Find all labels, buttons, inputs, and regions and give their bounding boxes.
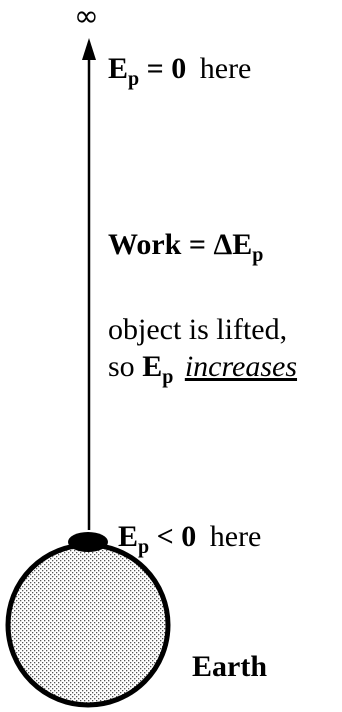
infinity-symbol: ∞ [74,0,99,34]
earth-circle [5,542,171,708]
arrow-head [82,38,96,60]
bottom-ep-symbol: E [118,520,139,553]
work-equation: Work = ΔEp [108,228,263,266]
note-so: so [108,350,143,383]
bottom-here-text: here [209,520,262,553]
note-ep-subscript: p [162,366,174,388]
note-line-1: object is lifted, [108,315,287,345]
note-line-1-text: object is lifted, [108,313,288,346]
infinity-label: ∞ [74,2,99,32]
note-ep-symbol: E [142,350,163,383]
bottom-ep-subscript: p [138,536,150,558]
note-line-2: so Ep increases [108,350,298,388]
lifted-object [68,532,108,552]
ep-relation: = 0 [139,52,187,85]
ep-symbol: E [108,52,129,85]
work-prefix: Work = [108,228,214,261]
bottom-ep-relation: < 0 [149,520,197,553]
work-ep-symbol: E [232,228,253,261]
ep-subscript: p [128,68,140,90]
delta-symbol: Δ [213,228,233,261]
potential-energy-zero-label: Ep = 0 here [108,52,252,90]
earth-label: Earth [192,652,267,682]
here-text: here [199,52,252,85]
earth-label-text: Earth [192,650,267,683]
work-ep-subscript: p [252,244,264,266]
note-increases: increases [184,350,298,383]
potential-energy-negative-label: Ep < 0 here [118,520,262,558]
